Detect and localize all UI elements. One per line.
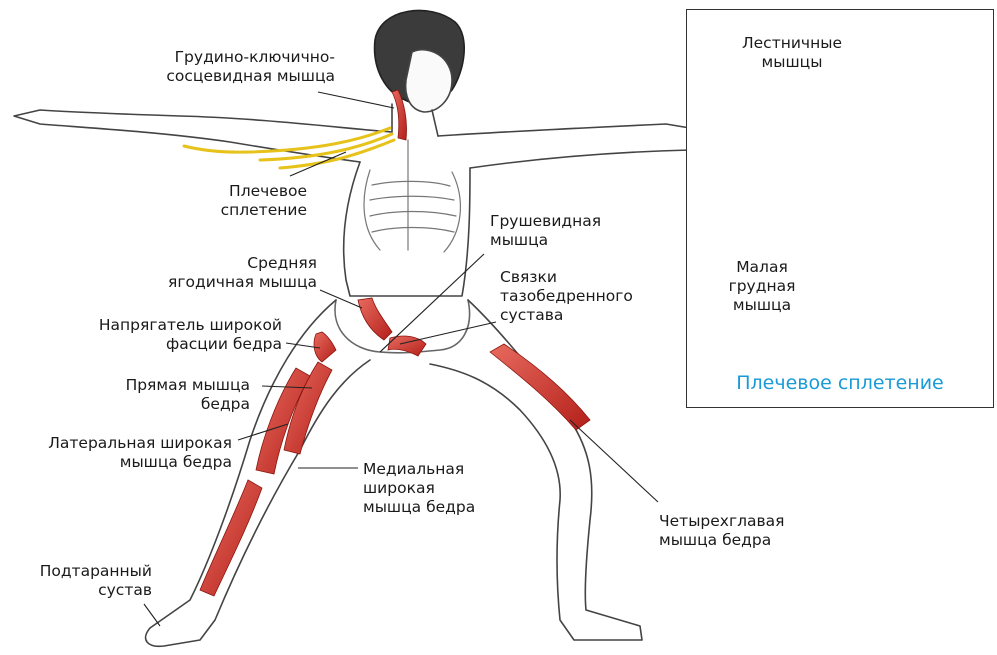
torso (344, 162, 470, 296)
gluteus-medius-muscle (358, 298, 392, 340)
label-scalenes: Лестничные мышцы (727, 34, 857, 72)
label-brachial-plexus: Плечевое сплетение (221, 182, 307, 220)
label-piriformis: Грушевидная мышца (490, 212, 601, 250)
right-arm (438, 124, 690, 168)
label-subtalar-joint: Подтаранный сустав (40, 562, 152, 600)
label-tensor-fasciae-latae: Напрягатель широкой фасции бедра (99, 316, 282, 354)
brachial-plexus-nerves (184, 128, 394, 168)
label-scm: Грудино-ключично- сосцевидная мышца (166, 48, 335, 86)
label-rectus-femoris: Прямая мышца бедра (126, 376, 250, 414)
label-pectoralis-minor: Малая грудная мышца (707, 258, 817, 315)
label-gluteus-medius: Средняя ягодичная мышца (168, 254, 317, 292)
tensor-fasciae-latae-muscle (314, 332, 336, 362)
quadriceps-muscle (490, 344, 590, 430)
inset-title: Плечевое сплетение (687, 372, 993, 394)
inset-panel: Лестничные мышцы Малая грудная мышца Пле… (686, 9, 994, 408)
label-vastus-medialis: Медиальная широкая мышца бедра (363, 460, 475, 517)
label-hip-ligaments: Связки тазобедренного сустава (500, 268, 633, 325)
left-arm (14, 110, 392, 162)
label-quadriceps: Четырехглавая мышца бедра (659, 512, 784, 550)
label-vastus-lateralis: Латеральная широкая мышца бедра (48, 434, 232, 472)
face (406, 50, 452, 112)
